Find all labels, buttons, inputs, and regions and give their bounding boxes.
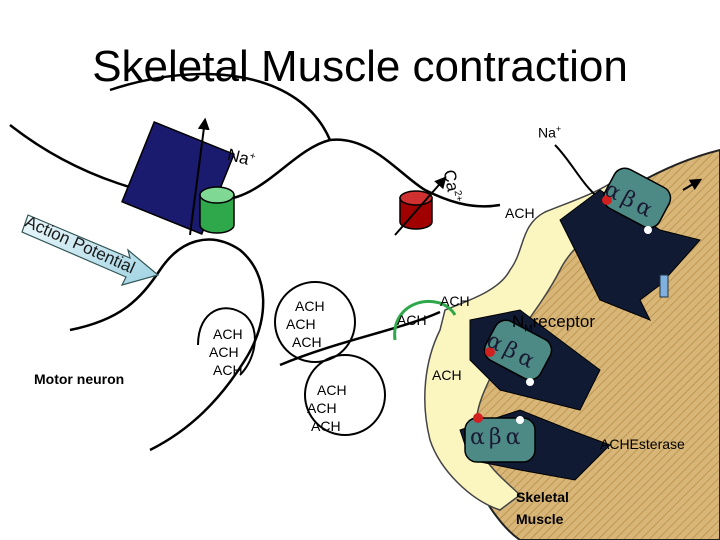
ach-cleft-low: ACH — [432, 367, 462, 383]
receptor-complex-top — [559, 167, 701, 321]
vesicle-mid — [274, 281, 356, 363]
receptor-complex-low — [459, 409, 611, 481]
green-channel — [199, 186, 235, 234]
receptor-subunits-low: αβα — [470, 425, 524, 450]
presynaptic-membrane — [279, 310, 441, 367]
ach-label: ACH — [213, 326, 243, 342]
ach-label: ACH — [311, 418, 341, 434]
vesicle-left-contents: ACH ACH ACH — [209, 325, 243, 379]
skeletal-muscle-label-line1: Skeletal — [516, 489, 569, 505]
motor-neuron-label: Motor neuron — [34, 371, 125, 387]
vesicle-low-contents: ACH ACH ACH — [307, 381, 347, 435]
vesicle-fusing — [393, 299, 457, 341]
ach-label: ACH — [286, 316, 316, 332]
receptor-complex-mid — [469, 309, 601, 411]
action-potential-arrow — [21, 214, 160, 286]
ach-cleft-right: ACH — [397, 312, 427, 328]
na-channel-arrow — [189, 117, 210, 236]
ach-label: ACH — [292, 334, 322, 350]
skeletal-muscle-label-line2: Muscle — [516, 511, 564, 527]
ca-channel-arrow — [394, 176, 447, 236]
alpha-subunit: α — [505, 425, 525, 450]
receptor-arrow — [682, 178, 703, 191]
page-title: Skeletal Muscle contraction — [92, 42, 628, 91]
motor-neuron-outline-lower — [69, 238, 265, 452]
synaptic-cleft — [424, 177, 642, 511]
ach-label: ACH — [307, 400, 337, 416]
ach-label: ACH — [295, 298, 325, 314]
skeletal-muscle-label: Skeletal Muscle — [516, 486, 569, 530]
ach-label: ACH — [213, 362, 243, 378]
ach-cleft-top: ACH — [505, 205, 535, 221]
ach-label: ACH — [209, 344, 239, 360]
ach-label: ACH — [317, 382, 347, 398]
ach-cleft-mid: ACH — [440, 293, 470, 309]
vesicle-left — [197, 307, 256, 376]
beta-subunit: β — [488, 425, 506, 450]
neuron-top-curve — [109, 72, 332, 141]
vesicle-low — [304, 354, 386, 436]
vesicle-mid-contents: ACH ACH ACH — [286, 297, 325, 351]
alpha-subunit: α — [470, 425, 489, 450]
achesterase-label: ACHEsterase — [600, 436, 685, 452]
nm-receptor-label: NMreceptor — [512, 312, 595, 335]
na-ion-label-top: Na+ — [538, 124, 562, 141]
